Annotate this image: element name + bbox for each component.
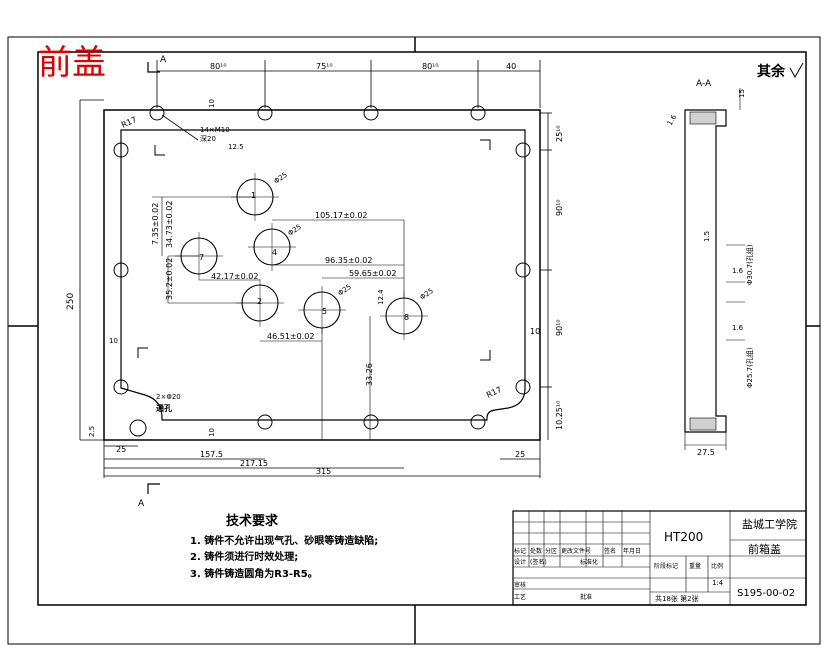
hole-dim-96: 96.35±0.02	[325, 256, 372, 265]
section-dim-16a: 1.6	[666, 113, 679, 127]
row-label-3: 分区	[545, 547, 557, 555]
thread-note-2: 深20	[200, 134, 216, 143]
top-dim-2: 75¹⁰	[316, 62, 333, 71]
view-marker-bottom: A	[138, 499, 145, 509]
hole-dim-105: 105.17±0.02	[315, 211, 368, 220]
section-dim-16c: 1.6	[732, 324, 744, 332]
top-dim-4: 40	[506, 62, 516, 71]
hole-dim-33: 33.26	[365, 363, 374, 386]
sheet-info: 共18张 第2张	[655, 594, 699, 603]
drawing-title: 前盖	[38, 43, 106, 83]
roughness-symbol-icon	[789, 62, 804, 79]
hole-dia-1: Φ25	[273, 171, 289, 186]
bottom-dim-315: 315	[316, 467, 331, 476]
section-dim-15b: 1.5	[703, 231, 711, 242]
hole-dia-4: Φ25	[287, 223, 303, 238]
thread-surface: 12.5	[228, 143, 244, 151]
title-block: HT200 盐城工学院 前箱盖 S195-00-02 标记 处数 分区 更改文件…	[512, 510, 807, 606]
outer-frame	[7, 36, 821, 645]
bottom-dim-217: 217.15	[240, 459, 268, 468]
review-label: 审核	[514, 581, 526, 589]
tech-requirements: 技术要求 1. 铸件不允许出现气孔、砂眼等铸造缺陷; 2. 铸件须进行时效处理;…	[190, 513, 378, 580]
left-dim-250: 250	[66, 293, 76, 310]
scale-value: 1:4	[712, 579, 724, 587]
design-label: 设计	[514, 558, 526, 566]
right-dim-5: 10.25¹⁰	[555, 401, 564, 430]
right-dim-3: 10	[530, 327, 540, 336]
hole-label-1: 1	[251, 191, 256, 200]
centring-marks	[8, 37, 820, 644]
hole-dim-7: 7.35±0.02	[151, 203, 160, 245]
section-dim-phi25: Φ25.7(孔组)	[745, 347, 754, 388]
tech-heading: 技术要求	[226, 513, 279, 529]
weight-label: 重量	[689, 562, 701, 570]
craft-label: 工艺	[514, 593, 526, 601]
section-dim-16b: 1.6	[732, 267, 744, 275]
section-dim-phi30: Φ30.7(孔组)	[745, 244, 754, 285]
hole-dim-42: 42.17±0.02	[211, 272, 258, 281]
small-dim-a: 10	[208, 99, 216, 108]
stage-label: 阶段标记	[654, 562, 678, 570]
cavity-outline	[120, 129, 526, 421]
hole-spec-2: 通孔	[156, 403, 172, 413]
hole-label-5: 5	[322, 307, 327, 316]
small-dim-d: 2.5	[88, 426, 96, 437]
right-dim-1: 25¹⁰	[555, 125, 564, 142]
scale-label: 比例	[711, 562, 723, 570]
hole-spec-1: 2×Φ20	[156, 393, 181, 401]
hole-label-8: 8	[404, 313, 409, 322]
part-name: 前箱盖	[748, 542, 781, 556]
bottom-dim-157: 157.5	[200, 450, 223, 459]
drawing-number: S195-00-02	[737, 588, 795, 599]
bottom-dim-25b: 25	[515, 450, 525, 459]
row-label-4: 更改文件号	[561, 547, 591, 555]
section-view: A-A 15 1.6 1.5 1.6 1.6 Φ30.7(孔组) Φ25.7(孔…	[666, 79, 754, 457]
section-hatch-top	[689, 111, 717, 125]
row-label-5: 签名	[604, 547, 616, 555]
bearing-holes	[180, 178, 423, 335]
design-sign: (签名)	[530, 558, 547, 566]
tech-item-3: 3. 铸件铸造圆角为R3-R5。	[190, 567, 318, 580]
section-label: A-A	[696, 79, 712, 89]
right-dim-4: 90¹⁰	[555, 319, 564, 336]
right-dim-2: 90¹⁰	[555, 199, 564, 216]
top-dim-1: 80¹⁰	[210, 62, 227, 71]
section-outline	[684, 109, 727, 433]
row-label-6: 年月日	[623, 547, 641, 555]
hole-label-7: 7	[199, 253, 204, 262]
view-marker-top: A	[160, 55, 167, 65]
material: HT200	[664, 530, 703, 544]
approve-label: 批准	[580, 593, 592, 601]
roughness-note: 其余	[757, 63, 786, 80]
inner-frame	[37, 51, 807, 606]
hole-dim-12: 12.4	[377, 289, 385, 305]
corner-note-bottom: R17	[485, 385, 503, 400]
hole-dia-5: Φ25	[337, 283, 353, 298]
hole-label-2: 2	[257, 297, 262, 306]
small-dim-c: 10	[208, 428, 216, 437]
main-view: 80¹⁰ 75¹⁰ 80¹⁰ 40 250 A A 25¹⁰ 90¹⁰ 10 9…	[66, 55, 564, 509]
tech-item-2: 2. 铸件须进行时效处理;	[190, 550, 298, 563]
hole-dim-35: 35.2±0.02	[165, 258, 174, 300]
section-dim-15: 15	[738, 89, 746, 98]
section-dim-27: 27.5	[697, 448, 715, 457]
bottom-dim-25: 25	[116, 445, 126, 454]
hole-dim-46: 46.51±0.02	[267, 332, 314, 341]
design-std: 标准化	[580, 558, 598, 566]
row-label-1: 标记	[514, 547, 526, 555]
top-dim-3: 80¹⁰	[422, 62, 439, 71]
corner-note-top: R17	[120, 115, 138, 130]
hole-label-4: 4	[272, 248, 277, 257]
thread-note-1: 14×M10	[200, 126, 230, 134]
hole-dim-59: 59.65±0.02	[349, 269, 396, 278]
section-hatch-bottom	[689, 417, 717, 431]
small-dim-b: 10	[109, 337, 118, 345]
tech-item-1: 1. 铸件不允许出现气孔、砂眼等铸造缺陷;	[190, 534, 378, 547]
hole-dia-8: Φ25	[419, 287, 435, 302]
hole-dim-34: 34.73±0.02	[165, 201, 174, 248]
row-label-2: 处数	[530, 547, 542, 555]
school-name: 盐城工学院	[742, 517, 797, 531]
